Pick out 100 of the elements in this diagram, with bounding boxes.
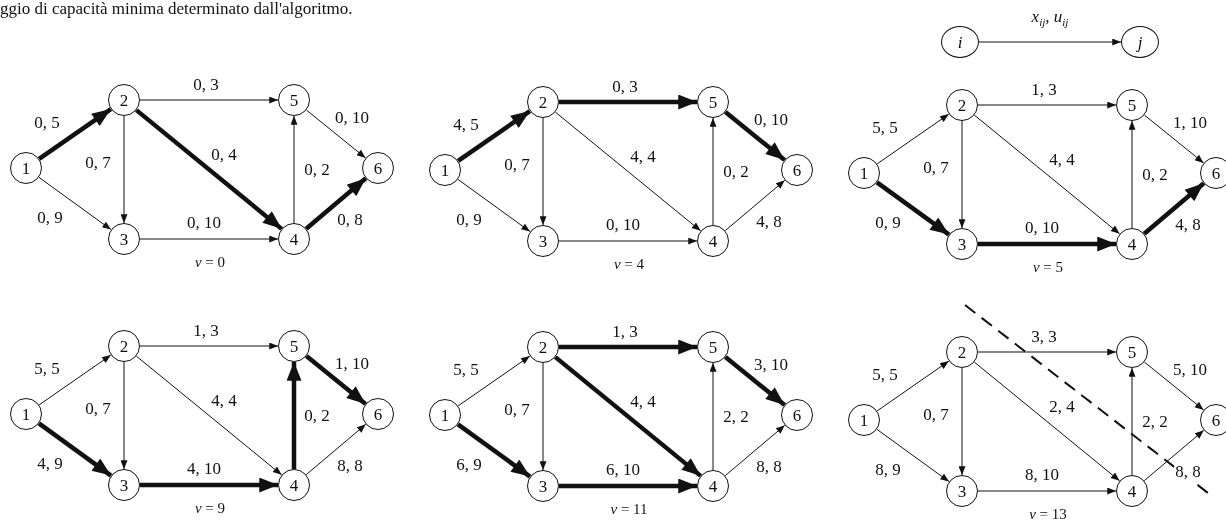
edge-label: 0, 7 bbox=[84, 400, 112, 418]
edge-label: 0, 2 bbox=[1141, 166, 1169, 184]
node-circle: 1 bbox=[429, 154, 461, 186]
node-circle: 1 bbox=[848, 157, 880, 189]
arrow bbox=[973, 114, 1121, 235]
edge-label: 0, 7 bbox=[84, 154, 112, 172]
arrow bbox=[977, 348, 1117, 356]
arrow bbox=[724, 110, 786, 162]
edge-label: 8, 8 bbox=[1174, 463, 1202, 481]
edge-label: 5, 5 bbox=[871, 366, 899, 384]
node-circle: 3 bbox=[108, 469, 140, 501]
edge-label: 0, 3 bbox=[192, 76, 220, 94]
edge-label: 0, 7 bbox=[922, 159, 950, 177]
arrow bbox=[38, 176, 112, 231]
edge-label: 0, 10 bbox=[186, 214, 222, 232]
arrow bbox=[457, 355, 531, 407]
node-circle: 6 bbox=[1200, 157, 1226, 189]
flow-value-caption: v = 5 bbox=[1032, 258, 1064, 276]
node-circle: 1 bbox=[848, 404, 880, 436]
arrow bbox=[38, 354, 112, 406]
node-circle: 5 bbox=[697, 86, 729, 118]
arrow bbox=[559, 478, 697, 494]
node-circle: i bbox=[941, 26, 979, 58]
edge-label: 5, 5 bbox=[452, 361, 480, 379]
node-circle: 3 bbox=[946, 228, 978, 260]
node-circle: 5 bbox=[278, 330, 310, 362]
edge-label: 4, 10 bbox=[186, 460, 222, 478]
node-circle: 5 bbox=[697, 331, 729, 363]
node-circle: 2 bbox=[946, 89, 978, 121]
node-circle: 5 bbox=[278, 84, 310, 116]
arrow bbox=[1143, 114, 1205, 164]
node-circle: 4 bbox=[697, 470, 729, 502]
edge-label: 1, 10 bbox=[1172, 114, 1208, 132]
arrow bbox=[37, 107, 113, 161]
arrow bbox=[724, 179, 786, 232]
arrow bbox=[978, 38, 1122, 46]
arrow bbox=[1128, 367, 1136, 476]
arrow bbox=[977, 487, 1117, 495]
node-circle: 2 bbox=[108, 84, 140, 116]
arrow bbox=[456, 109, 532, 163]
edge-label: 0, 10 bbox=[334, 109, 370, 127]
arrow bbox=[973, 361, 1121, 482]
node-circle: 4 bbox=[1116, 228, 1148, 260]
edge-label: 4, 4 bbox=[210, 392, 238, 410]
node-circle: j bbox=[1121, 26, 1159, 58]
flow-value-caption: v = 4 bbox=[613, 255, 645, 273]
edge-label: 0, 2 bbox=[303, 407, 331, 425]
edge-label: 2, 4 bbox=[1048, 398, 1076, 416]
edge-label: 4, 8 bbox=[755, 213, 783, 231]
arrow bbox=[37, 421, 113, 478]
edge-label: 0, 2 bbox=[722, 163, 750, 181]
arrow bbox=[139, 96, 279, 104]
arrow bbox=[559, 339, 697, 355]
node-circle: 6 bbox=[362, 152, 394, 184]
edge-label: 0, 4 bbox=[210, 146, 238, 164]
edge-label: 0, 9 bbox=[874, 214, 902, 232]
arrow bbox=[120, 115, 128, 224]
edge-label: 2, 2 bbox=[1141, 413, 1169, 431]
edge-label: 0, 10 bbox=[1024, 219, 1060, 237]
edge-label: 8, 9 bbox=[874, 461, 902, 479]
arrow bbox=[456, 422, 532, 479]
edge-label: 0, 3 bbox=[611, 78, 639, 96]
arrow bbox=[135, 355, 283, 476]
node-circle: 4 bbox=[278, 469, 310, 501]
arrow bbox=[977, 101, 1117, 109]
arrow bbox=[139, 235, 279, 243]
node-circle: 1 bbox=[429, 399, 461, 431]
arrow bbox=[724, 355, 786, 407]
edge-label: 0, 9 bbox=[455, 211, 483, 229]
arrow bbox=[958, 367, 966, 476]
node-circle: 4 bbox=[1116, 475, 1148, 507]
node-circle: 3 bbox=[527, 470, 559, 502]
arrow bbox=[558, 237, 698, 245]
node-circle: 4 bbox=[697, 225, 729, 257]
edge-label: 4, 9 bbox=[36, 455, 64, 473]
node-circle: 3 bbox=[527, 225, 559, 257]
edge-label: 4, 4 bbox=[1048, 151, 1076, 169]
flow-value-caption: v = 0 bbox=[194, 253, 226, 271]
node-circle: 6 bbox=[1200, 404, 1226, 436]
edge-label: 1, 10 bbox=[334, 355, 370, 373]
node-circle: 3 bbox=[946, 475, 978, 507]
flow-value-caption: v = 13 bbox=[1029, 505, 1067, 521]
edge-label: 3, 3 bbox=[1030, 328, 1058, 346]
edge-label: 0, 5 bbox=[33, 114, 61, 132]
node-circle: 1 bbox=[10, 152, 42, 184]
arrow bbox=[554, 111, 702, 232]
node-circle: 2 bbox=[108, 330, 140, 362]
arrow bbox=[876, 360, 950, 412]
flow-value-caption: v = 9 bbox=[194, 499, 226, 517]
edge-label: 0, 2 bbox=[303, 161, 331, 179]
arrow bbox=[559, 94, 697, 110]
arrow bbox=[958, 120, 966, 229]
arrow bbox=[1143, 429, 1205, 482]
node-circle: 5 bbox=[1116, 89, 1148, 121]
arrow bbox=[305, 423, 367, 476]
edge-label: 0, 10 bbox=[753, 111, 789, 129]
edge-label: 4, 4 bbox=[629, 393, 657, 411]
arrow bbox=[724, 424, 786, 477]
node-circle: 2 bbox=[946, 336, 978, 368]
node-circle: 2 bbox=[527, 331, 559, 363]
